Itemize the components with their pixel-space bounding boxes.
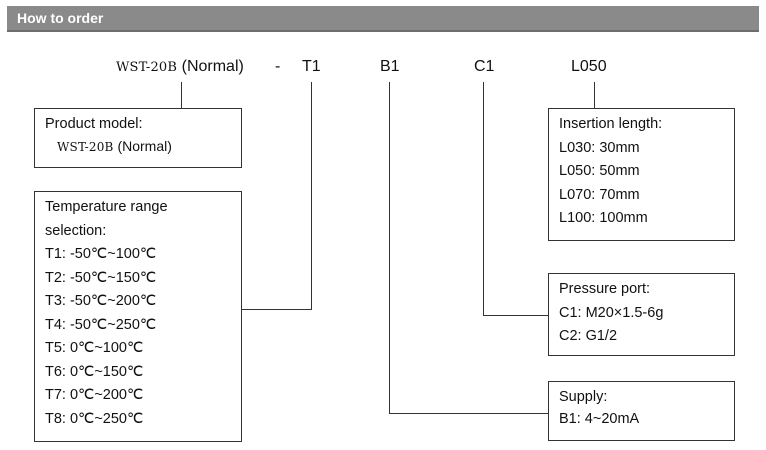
temp-title-line2: selection: bbox=[45, 222, 107, 239]
code-model: WST-20B (Normal) bbox=[116, 58, 244, 76]
supply-title: Supply: bbox=[559, 389, 608, 405]
temperature-range-box: Temperature range selection: T1: -50℃~10… bbox=[34, 191, 242, 442]
length-option: L030: 30mm bbox=[559, 139, 640, 156]
connector-temp-h bbox=[241, 309, 312, 310]
product-model-title: Product model: bbox=[45, 116, 143, 132]
temp-option: T8: 0℃~250℃ bbox=[45, 410, 144, 427]
port-option: C2: G1/2 bbox=[559, 328, 618, 344]
product-model-value: WST-20B (Normal) bbox=[45, 135, 231, 158]
temp-option: T1: -50℃~100℃ bbox=[45, 246, 157, 262]
temp-option: T5: 0℃~100℃ bbox=[45, 340, 144, 356]
supply-option: B1: 4~20mA bbox=[559, 411, 640, 427]
supply-box: Supply: B1: 4~20mA bbox=[548, 381, 735, 441]
length-title: Insertion length: bbox=[559, 116, 663, 132]
section-header: How to order bbox=[7, 6, 759, 32]
pressure-port-box: Pressure port: C1: M20×1.5-6g C2: G1/2 bbox=[548, 273, 735, 356]
temp-option: T3: -50℃~200℃ bbox=[45, 293, 157, 309]
length-option: L050: 50mm bbox=[559, 163, 640, 179]
code-length: L050 bbox=[571, 58, 607, 75]
connector-length bbox=[594, 82, 595, 108]
product-model-name: WST-20B bbox=[57, 140, 114, 154]
temp-option: T2: -50℃~150℃ bbox=[45, 269, 157, 286]
code-temp: T1 bbox=[302, 58, 321, 75]
length-option: L070: 70mm bbox=[559, 186, 640, 203]
connector-port-h bbox=[483, 315, 548, 316]
temp-title-line1: Temperature range bbox=[45, 199, 168, 215]
connector-supply-h bbox=[389, 413, 548, 414]
connector-temp-v bbox=[311, 82, 312, 310]
temp-option: T7: 0℃~200℃ bbox=[45, 387, 144, 403]
length-option: L100: 100mm bbox=[559, 210, 648, 226]
code-model-name: WST-20B bbox=[116, 60, 178, 75]
section-title: How to order bbox=[17, 10, 104, 26]
code-model-suffix: (Normal) bbox=[181, 58, 244, 75]
insertion-length-box: Insertion length: L030: 30mm L050: 50mm … bbox=[548, 108, 735, 241]
code-supply: B1 bbox=[380, 58, 400, 75]
product-model-suffix: (Normal) bbox=[117, 138, 172, 154]
connector-port-v bbox=[483, 82, 484, 316]
temp-option: T4: -50℃~250℃ bbox=[45, 316, 157, 333]
port-option: C1: M20×1.5-6g bbox=[559, 304, 664, 321]
product-model-box: Product model: WST-20B (Normal) bbox=[34, 108, 242, 168]
code-port: C1 bbox=[474, 58, 495, 75]
port-title: Pressure port: bbox=[559, 281, 651, 297]
temp-option: T6: 0℃~150℃ bbox=[45, 363, 144, 380]
connector-supply-v bbox=[389, 82, 390, 414]
code-dash: - bbox=[275, 58, 281, 75]
connector-product bbox=[181, 82, 182, 108]
